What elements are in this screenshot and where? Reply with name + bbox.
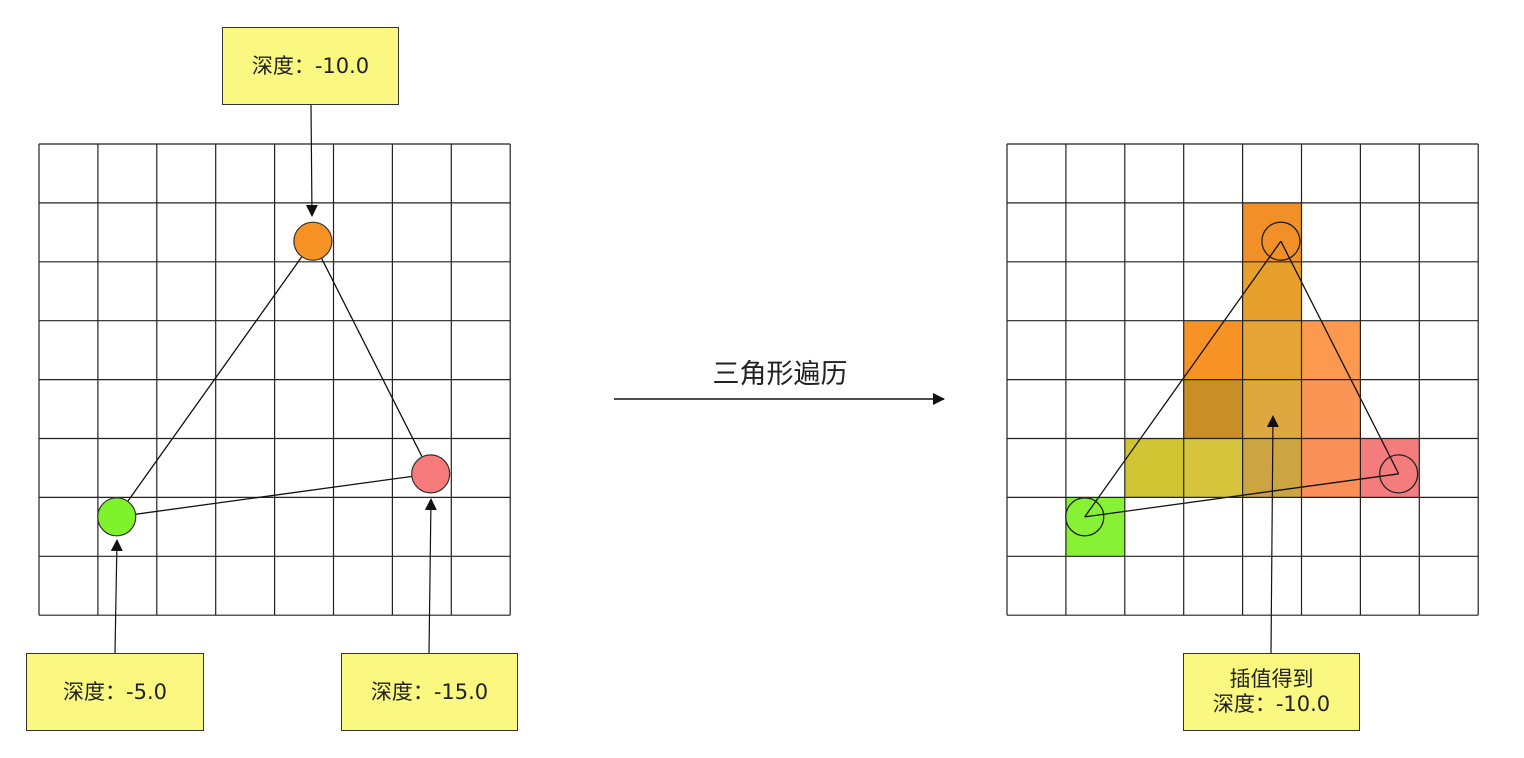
filled-pixel [1183,379,1243,439]
interpolated-depth-line-2: 深度：-10.0 [1212,692,1331,716]
filled-pixel [1065,497,1125,557]
right-vertex-depth-note: 深度：-15.0 [341,653,518,731]
right-vertex-markers [1065,221,1419,537]
right-filled-pixels [1065,202,1420,557]
filled-pixel [1242,320,1302,380]
vertex-marker [1379,454,1419,494]
filled-pixel [1242,202,1302,262]
vertex-left [97,497,137,537]
left-depth-arrow [110,539,123,654]
filled-pixel [1183,320,1243,380]
mid-depth-arrow [424,498,437,654]
left-vertex-depth-note: 深度：-5.0 [26,653,204,731]
filled-pixel [1301,320,1361,380]
right-triangle-edge [1280,240,1400,475]
left-triangle-edges [116,240,432,518]
interpolated-depth-line-1: 插值得到 [1229,667,1314,691]
right-pixel-grid [1006,143,1479,616]
vertex-top [293,221,333,261]
filled-pixel [1242,261,1302,321]
left-triangle-vertices [97,221,451,537]
filled-pixel [1242,379,1302,439]
top-vertex-depth-label: 深度：-10.0 [251,53,370,78]
interpolation-arrow [1266,415,1279,654]
top-depth-arrow [305,104,318,217]
right-vertex-depth-label: 深度：-15.0 [370,679,489,704]
top-vertex-depth-note: 深度：-10.0 [222,27,399,105]
interpolated-depth-note: 插值得到 深度：-10.0 [1183,653,1360,731]
filled-pixel [1301,379,1361,439]
left-triangle-edge [312,240,432,475]
right-triangle-edge [1084,473,1399,518]
vertex-right [411,454,451,494]
filled-pixel [1301,438,1361,498]
left-triangle-edge [116,473,431,518]
left-triangle-edge [116,240,314,518]
left-pixel-grid [38,143,511,616]
left-vertex-depth-label: 深度：-5.0 [63,679,167,704]
filled-pixel [1183,438,1243,498]
filled-pixel [1124,438,1184,498]
vertex-marker [1261,221,1301,261]
vertex-marker [1065,497,1105,537]
filled-pixel [1360,438,1420,498]
triangle-traversal-label: 三角形遍历 [712,359,848,390]
